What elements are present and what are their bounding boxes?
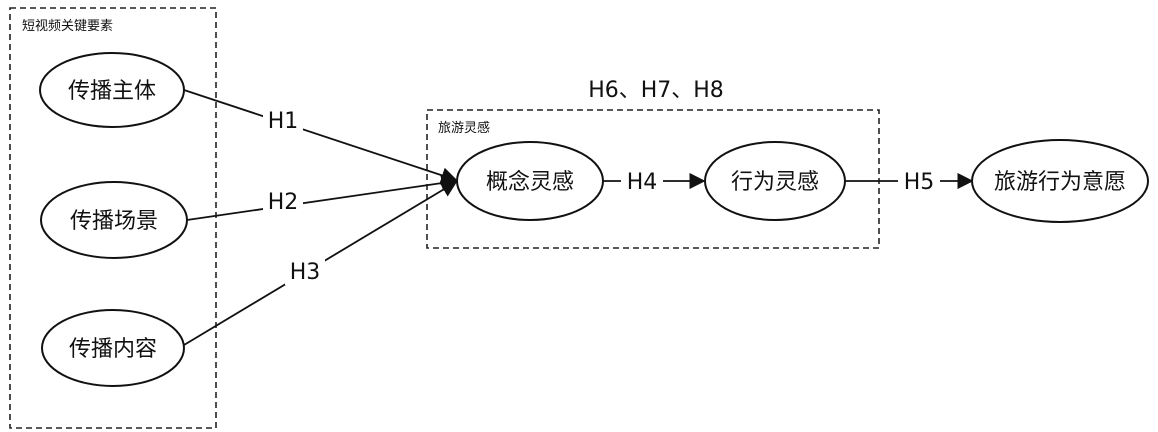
travel-inspiration-group [426,109,880,249]
node-concept-inspiration: 概念灵感 [456,141,604,221]
short-video-elements-label: 短视频关键要素 [22,19,113,34]
node-subject-label: 传播主体 [68,79,156,104]
node-travel-intention-label: 旅游行为意愿 [994,170,1126,195]
edge-label-h4: H4 [627,170,658,195]
node-subject: 传播主体 [39,52,185,128]
edge-h1 [183,89,458,184]
edge-label-h1: H1 [268,109,299,134]
edge-label-h5: H5 [904,170,935,195]
node-travel-intention: 旅游行为意愿 [971,139,1149,223]
node-concept-inspiration-label: 概念灵感 [486,170,574,195]
node-content: 传播内容 [41,309,185,387]
node-content-label: 传播内容 [69,337,157,362]
short-video-elements-group [9,7,217,429]
node-behavior-inspiration: 行为灵感 [704,141,846,221]
mediation-hypotheses-label: H6、H7、H8 [588,78,724,103]
edge-label-h3: H3 [290,260,321,285]
node-behavior-inspiration-label: 行为灵感 [731,170,819,195]
edge-h2 [186,175,458,221]
node-scene: 传播场景 [40,181,188,259]
travel-inspiration-label: 旅游灵感 [438,120,490,136]
edge-label-h2: H2 [268,190,299,215]
node-scene-label: 传播场景 [70,209,158,234]
